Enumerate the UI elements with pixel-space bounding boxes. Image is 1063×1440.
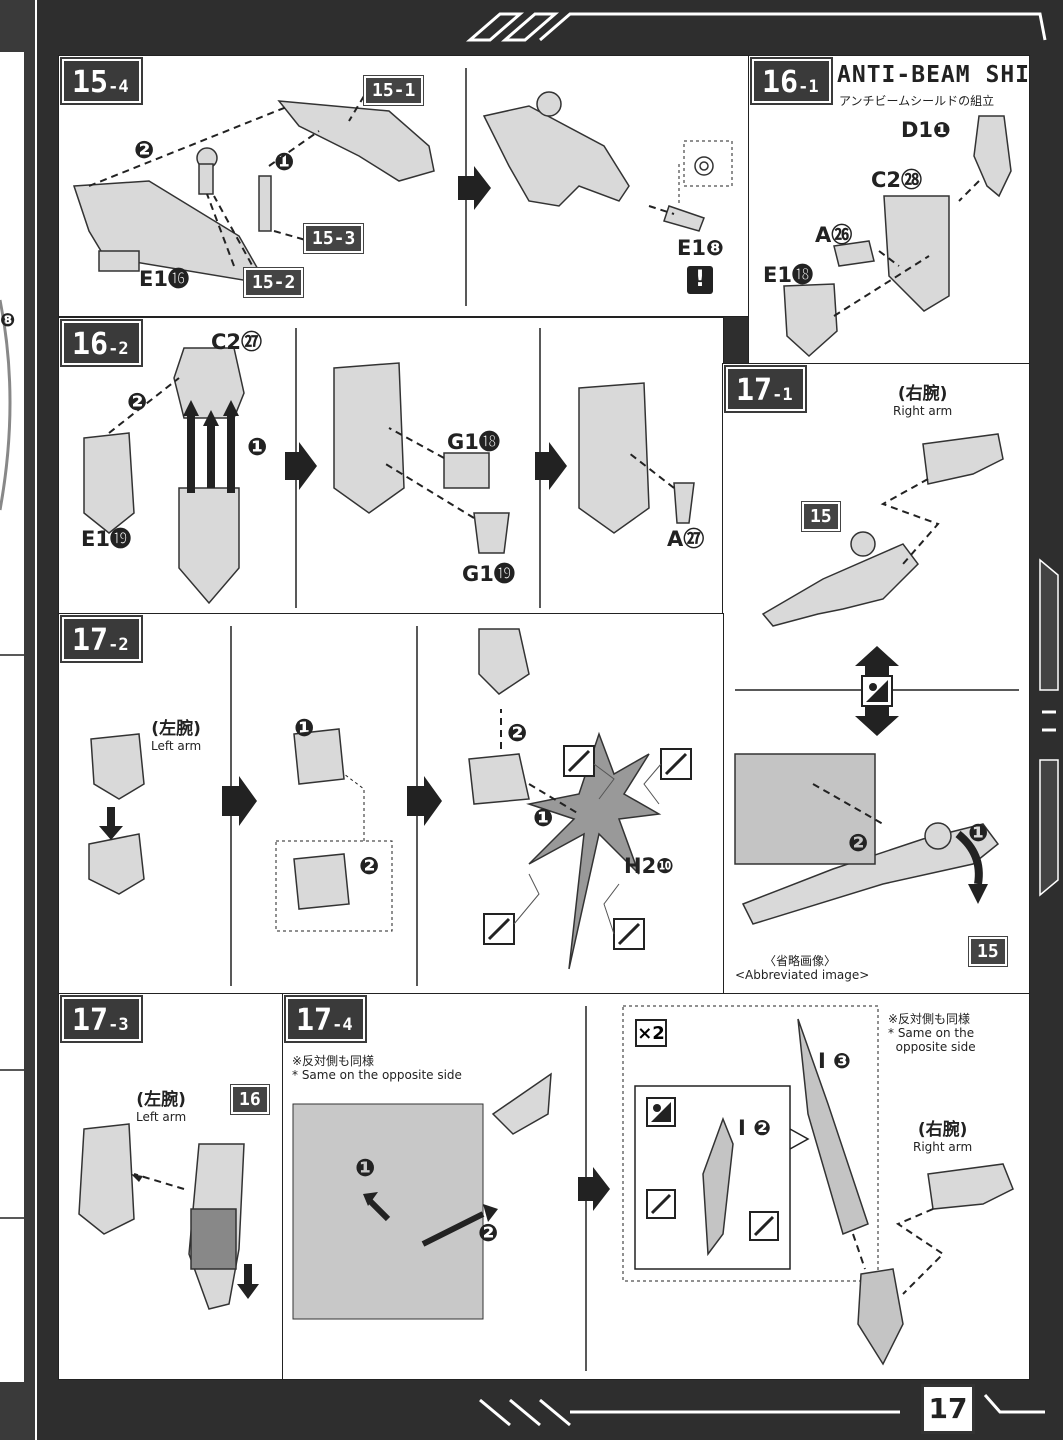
step-17-3-panel: 17-3 (左腕)Left arm 16 xyxy=(58,993,284,1380)
step-15-4-panel: 15-4 xyxy=(58,55,750,317)
part-e1-16: E1⓰ xyxy=(139,267,189,291)
part-a-26: A㉖ xyxy=(815,223,853,247)
shield-assembly-16-2-diagram xyxy=(83,328,695,608)
left-arm-caption: (左腕)Left arm xyxy=(136,1090,187,1124)
part-c2-27: C2㉗ xyxy=(211,330,263,354)
step-16-2-panel: 16-2 xyxy=(58,317,724,615)
quantity-x2: ×2 xyxy=(635,1019,667,1047)
step-label-17-3: 17-3 xyxy=(60,995,143,1043)
step-label-16-2: 16-2 xyxy=(60,319,143,367)
part-i-2: I ❷ xyxy=(738,1116,771,1140)
callout-2: ❷ xyxy=(359,852,380,880)
ref-15-b: 15 xyxy=(968,936,1008,967)
left-edge-part-number: ❽ xyxy=(0,310,16,331)
ref-15-1: 15-1 xyxy=(362,75,425,106)
part-g1-19: G1⓳ xyxy=(462,562,515,586)
part-e1-8: E1❽ xyxy=(677,236,724,260)
step-16-1-panel: 16-1 ANTI-BEAM SHIELD アンチビームシールドの組立 D1❶ … xyxy=(748,55,1030,365)
callout-1b: ❶ xyxy=(533,804,554,832)
callout-2: ❷ xyxy=(134,136,155,164)
warning-icon: ! xyxy=(687,266,713,294)
left-arm-assembly-diagram xyxy=(88,626,692,986)
part-a-27: A㉗ xyxy=(667,527,705,551)
ref-15-a: 15 xyxy=(801,501,841,532)
same-opposite-note: ※反対側も同様* Same on the opposite side xyxy=(292,1054,462,1082)
part-c2-28: C2㉘ xyxy=(871,168,923,192)
part-g1-18: G1⓲ xyxy=(447,430,500,454)
callout-1: ❶ xyxy=(294,714,315,742)
callout-1: ❶ xyxy=(355,1154,376,1182)
part-e1-19: E1⓳ xyxy=(81,527,131,551)
callout-1: ❶ xyxy=(247,433,268,461)
callout-1: ❶ xyxy=(968,819,989,847)
part-e1-18: E1⓲ xyxy=(763,263,813,287)
step-label-17-1: 17-1 xyxy=(724,365,807,413)
step-label-15-4: 15-4 xyxy=(60,57,143,105)
right-arm-caption: (右腕)Right arm xyxy=(893,384,953,418)
same-opposite-note-right: ※反対側も同様* Same on the opposite side xyxy=(888,1012,976,1054)
right-arm-caption: (右腕)Right arm xyxy=(913,1120,973,1154)
callout-2: ❷ xyxy=(848,829,869,857)
ref-15-2: 15-2 xyxy=(242,267,305,298)
rifle-mount-diagram xyxy=(734,433,1019,925)
step-17-1-panel: 17-1 (右腕)Right arm 15 xyxy=(722,363,1030,995)
step-label-17-2: 17-2 xyxy=(60,615,143,663)
page-number: 17 xyxy=(921,1384,975,1434)
rifle-assembly-diagram xyxy=(72,68,733,306)
shield-assembly-diagram xyxy=(783,115,1012,358)
abbreviated-caption: 〈省略画像〉<Abbreviated image> xyxy=(735,954,870,982)
shield-mount-diagram xyxy=(78,1123,259,1310)
callout-1: ❶ xyxy=(274,148,295,176)
shield-title: ANTI-BEAM SHIELD xyxy=(837,62,1030,88)
part-d1-1: D1❶ xyxy=(901,118,951,142)
ref-16: 16 xyxy=(230,1084,270,1115)
wing-binder-diagram xyxy=(292,1005,1014,1371)
callout-2: ❷ xyxy=(478,1219,499,1247)
step-label-16-1: 16-1 xyxy=(750,57,833,105)
part-i-3: I ❸ xyxy=(818,1049,851,1073)
step-17-4-panel: 17-4 ※反対側も同様* Same on the opposite side … xyxy=(282,993,1030,1380)
callout-2b: ❷ xyxy=(507,719,528,747)
left-arm-caption: (左腕)Left arm xyxy=(151,719,202,753)
part-h2-10: H2❿ xyxy=(624,854,674,878)
step-label-17-4: 17-4 xyxy=(284,995,367,1043)
callout-2: ❷ xyxy=(127,388,148,416)
shield-subtitle: アンチビームシールドの組立 xyxy=(839,94,995,108)
ref-15-3: 15-3 xyxy=(302,223,365,254)
step-17-2-panel: 17-2 (左腕)Left arm xyxy=(58,613,724,995)
